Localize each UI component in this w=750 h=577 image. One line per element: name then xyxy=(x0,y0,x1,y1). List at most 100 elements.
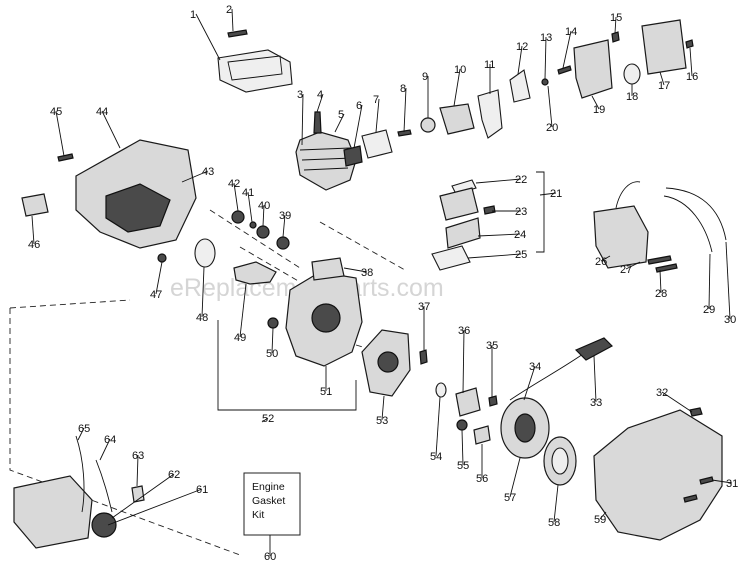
part-11-bracket xyxy=(477,89,503,139)
part-9-nut xyxy=(420,117,436,133)
leader-line-49 xyxy=(239,283,247,338)
leader-line-46 xyxy=(31,215,35,245)
part-36-shaft xyxy=(455,387,481,417)
leader-line-12 xyxy=(517,45,523,75)
leader-line-50 xyxy=(271,327,274,354)
part-number-label-18: 18 xyxy=(626,91,638,103)
part-2-screw xyxy=(227,29,248,38)
part-number-label-64: 64 xyxy=(104,434,116,446)
leader-line-52 xyxy=(261,417,269,423)
leader-line-59 xyxy=(599,511,607,520)
part-12-bracket xyxy=(509,69,531,103)
leader-line-19 xyxy=(591,95,600,110)
part-number-label-49: 49 xyxy=(234,332,246,344)
part-number-label-30: 30 xyxy=(724,314,736,326)
part-44-engine-cover xyxy=(75,139,197,249)
part-number-label-15: 15 xyxy=(610,12,622,24)
part-45-screw xyxy=(57,153,74,162)
leader-line-22 xyxy=(475,178,522,184)
part-51-crankcase xyxy=(285,271,363,367)
leader-line-17 xyxy=(659,71,665,86)
part-number-label-31: 31 xyxy=(726,478,738,490)
leader-line-53 xyxy=(381,395,385,421)
bracket-52 xyxy=(217,320,357,411)
part-33-starter-handle xyxy=(574,337,613,361)
part-35-screw xyxy=(488,395,498,407)
part-number-label-21: 21 xyxy=(550,188,562,200)
part-number-label-55: 55 xyxy=(457,460,469,472)
part-42-seal xyxy=(231,210,245,224)
part-26-ignition-wire xyxy=(615,181,641,209)
part-number-label-7: 7 xyxy=(373,94,379,106)
leader-line-47 xyxy=(155,261,163,295)
part-number-label-16: 16 xyxy=(686,71,698,83)
leader-line-6 xyxy=(353,104,363,149)
leader-line-62 xyxy=(111,473,175,519)
part-number-label-17: 17 xyxy=(658,80,670,92)
part-58-recoil-spring xyxy=(543,436,577,486)
leader-line-33 xyxy=(593,355,597,403)
leader-line-36 xyxy=(462,329,465,394)
leader-line-48 xyxy=(201,266,205,318)
part-number-label-3: 3 xyxy=(297,89,303,101)
part-8-screw xyxy=(397,129,412,137)
part-14-screw xyxy=(557,65,572,75)
part-number-label-24: 24 xyxy=(514,229,526,241)
leader-line-58 xyxy=(553,484,559,523)
part-38-housing-top xyxy=(311,257,345,281)
part-22-ring xyxy=(451,179,477,195)
part-27-screw xyxy=(647,255,672,265)
part-number-label-10: 10 xyxy=(454,64,466,76)
part-number-label-52: 52 xyxy=(262,413,274,425)
part-21-piston xyxy=(439,187,479,221)
leader-line-43 xyxy=(181,170,209,183)
leader-line-38 xyxy=(343,267,368,273)
leader-line-16 xyxy=(689,47,693,77)
part-number-label-23: 23 xyxy=(515,206,527,218)
leader-line-40 xyxy=(262,204,265,227)
part-18-filter xyxy=(623,63,641,85)
bracket-21 xyxy=(536,171,545,253)
leader-line-26 xyxy=(600,255,611,262)
part-31-screw-a xyxy=(699,476,714,485)
part-number-label-50: 50 xyxy=(266,348,278,360)
part-number-label-57: 57 xyxy=(504,492,516,504)
part-number-label-35: 35 xyxy=(486,340,498,352)
part-number-label-48: 48 xyxy=(196,312,208,324)
part-40-bearing xyxy=(256,225,270,239)
part-number-label-51: 51 xyxy=(320,386,332,398)
part-6-gasket xyxy=(343,145,363,167)
part-number-label-56: 56 xyxy=(476,473,488,485)
part-number-label-41: 41 xyxy=(242,187,254,199)
engine-gasket-kit-box: Engine Gasket Kit xyxy=(243,472,301,536)
leader-line-57 xyxy=(509,457,521,498)
part-28-screw xyxy=(655,263,678,273)
part-number-label-46: 46 xyxy=(28,239,40,251)
leader-line-1 xyxy=(195,13,221,61)
part-number-label-37: 37 xyxy=(418,301,430,313)
leader-line-27 xyxy=(625,261,641,270)
part-46-primer xyxy=(21,193,49,217)
part-number-label-59: 59 xyxy=(594,514,606,526)
part-number-label-4: 4 xyxy=(317,89,323,101)
part-23-clip xyxy=(483,205,496,215)
part-63-fitting xyxy=(131,485,145,503)
part-32-clip xyxy=(689,407,703,417)
part-24-connecting-rod xyxy=(445,217,481,249)
part-number-label-60: 60 xyxy=(264,551,276,563)
leader-line-7 xyxy=(375,98,380,133)
part-number-label-42: 42 xyxy=(228,178,240,190)
leader-line-3 xyxy=(301,93,304,146)
leader-line-64 xyxy=(99,438,111,461)
leader-line-44 xyxy=(101,110,121,149)
part-number-label-8: 8 xyxy=(400,83,406,95)
leader-line-21 xyxy=(539,192,557,196)
leader-line-61 xyxy=(107,488,203,526)
part-number-label-14: 14 xyxy=(565,26,577,38)
part-number-label-43: 43 xyxy=(202,166,214,178)
part-59-starter-housing xyxy=(593,409,723,541)
part-number-label-29: 29 xyxy=(703,304,715,316)
part-number-label-13: 13 xyxy=(540,32,552,44)
part-57-pulley xyxy=(500,397,550,459)
